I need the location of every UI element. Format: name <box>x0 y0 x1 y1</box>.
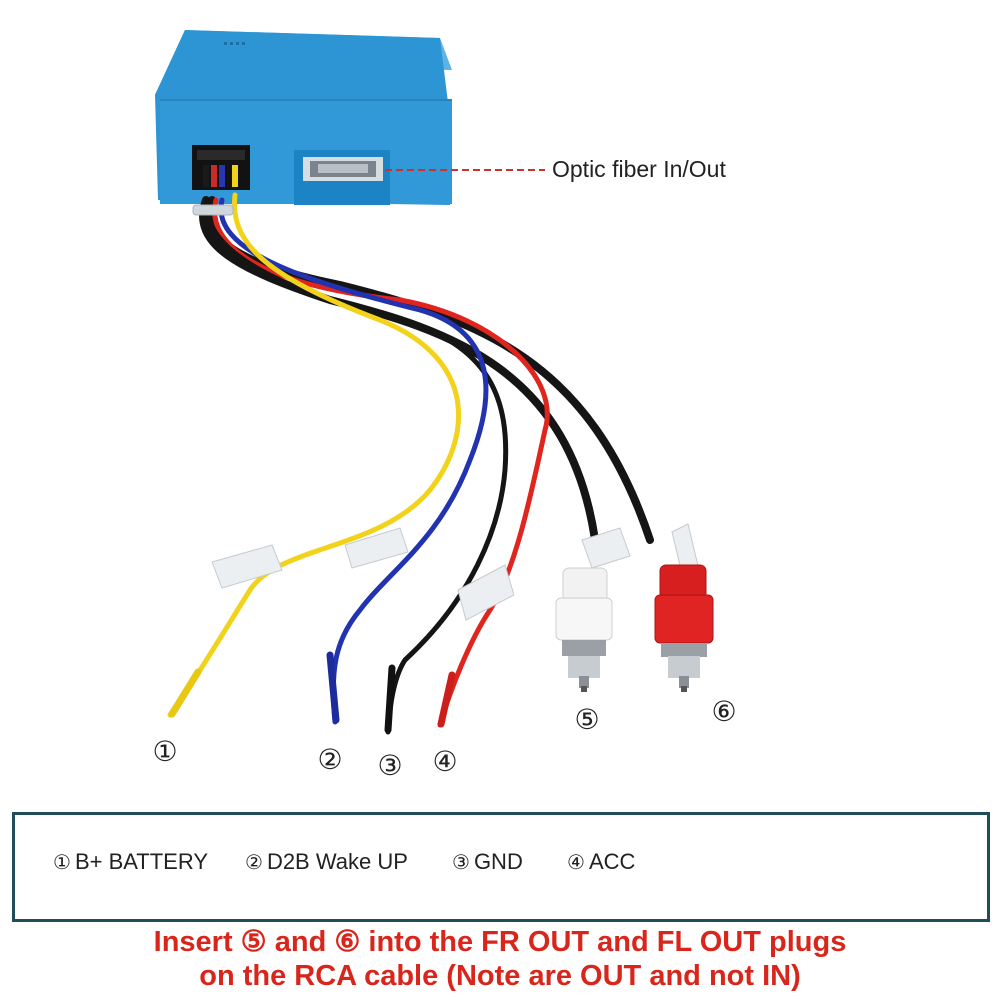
optic-fiber-port <box>294 150 390 205</box>
legend-number: ③ <box>452 850 470 874</box>
wire-number-5: ⑤ <box>574 703 600 736</box>
module-box <box>155 30 452 205</box>
wire-number-4: ④ <box>432 745 458 778</box>
legend-number: ④ <box>567 850 585 874</box>
wire-ends <box>168 651 456 734</box>
wire-number-6: ⑥ <box>711 695 737 728</box>
legend-number: ② <box>245 850 263 874</box>
wire-tags <box>211 523 701 621</box>
box-dots <box>224 42 245 45</box>
wire-number-1: ① <box>152 735 178 768</box>
rca-plug-white <box>555 567 613 692</box>
wire-tag-2 <box>344 527 409 569</box>
wire-yellow-battery <box>167 192 462 718</box>
wire-black-gnd <box>204 197 509 735</box>
legend-label: ACC <box>588 849 636 874</box>
wire-connector <box>192 145 250 190</box>
wire-tag-4 <box>457 564 515 621</box>
notice-line-1: Insert ⑤ and ⑥ into the FR OUT and FL OU… <box>153 926 847 958</box>
legend-number: ① <box>53 850 71 874</box>
wire-tag-1 <box>211 544 283 589</box>
legend-label: D2B Wake UP <box>266 849 408 874</box>
notice-line-2: on the RCA cable (Note are OUT and not I… <box>199 960 801 992</box>
wire-tag-5 <box>581 527 631 569</box>
wire-harness <box>167 192 654 735</box>
optic-fiber-callout-label: Optic fiber In/Out <box>552 156 726 182</box>
rca-plug-red <box>654 564 714 692</box>
wire-number-3: ③ <box>377 749 403 782</box>
cable-tie <box>192 204 234 216</box>
legend-label: GND <box>473 849 523 874</box>
wire-blue-wake <box>218 197 489 725</box>
legend-label: B+ BATTERY <box>74 849 209 874</box>
wire-number-2: ② <box>317 743 343 776</box>
